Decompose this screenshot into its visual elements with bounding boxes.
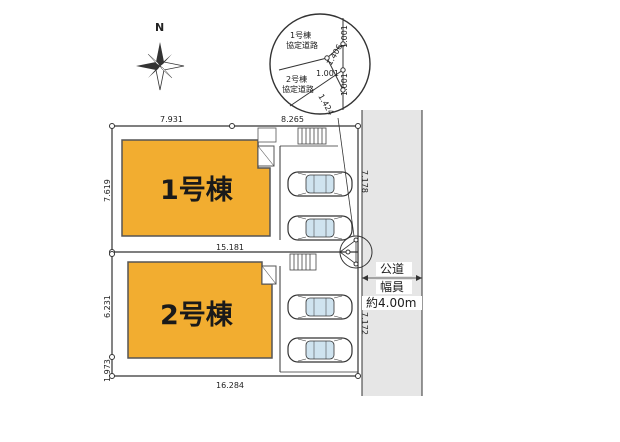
dim-top-right: 8.265 [281,115,304,124]
dim-left-middle: 6.231 [103,295,112,318]
car-icon [287,294,353,320]
stairs-icon [289,253,317,271]
dim-left-upper: 7.619 [103,179,112,202]
road-width-label: 幅員 [380,279,404,294]
road-label: 公道 [380,262,404,276]
svg-text:1.001: 1.001 [340,25,349,48]
building-1: 1号棟 [121,139,275,237]
building-1-label: 1号棟 [160,175,234,206]
stairs-icon [297,127,327,145]
compass-rose-icon [136,42,185,91]
svg-text:1.001: 1.001 [340,73,349,96]
road-width-value: 約4.00m [366,295,416,310]
building-2-label: 2号棟 [160,300,234,331]
svg-text:協定道路: 協定道路 [286,40,318,50]
dim-right-upper: 7.178 [360,170,369,193]
dim-top-left: 7.931 [160,115,183,124]
dim-left-lower: 1.973 [103,359,112,382]
public-road [362,110,422,396]
building-2: 2号棟 [127,261,277,359]
dim-right-lower: 7.172 [360,312,369,335]
car-icon [287,171,353,197]
car-icon [287,337,353,363]
svg-text:2号棟: 2号棟 [286,74,307,84]
dim-bottom: 16.284 [216,381,244,390]
dim-middle: 15.181 [216,243,244,252]
compass-north-label: N [155,21,164,34]
car-icon [287,215,353,241]
svg-text:1.001: 1.001 [316,69,339,78]
svg-text:1号棟: 1号棟 [290,30,311,40]
agreement-road-inset: 1号棟 協定道路 2号棟 協定道路 1.001 1.406 1.001 1.00… [269,13,371,117]
lot-boundary [111,125,359,377]
svg-text:協定道路: 協定道路 [282,84,314,94]
